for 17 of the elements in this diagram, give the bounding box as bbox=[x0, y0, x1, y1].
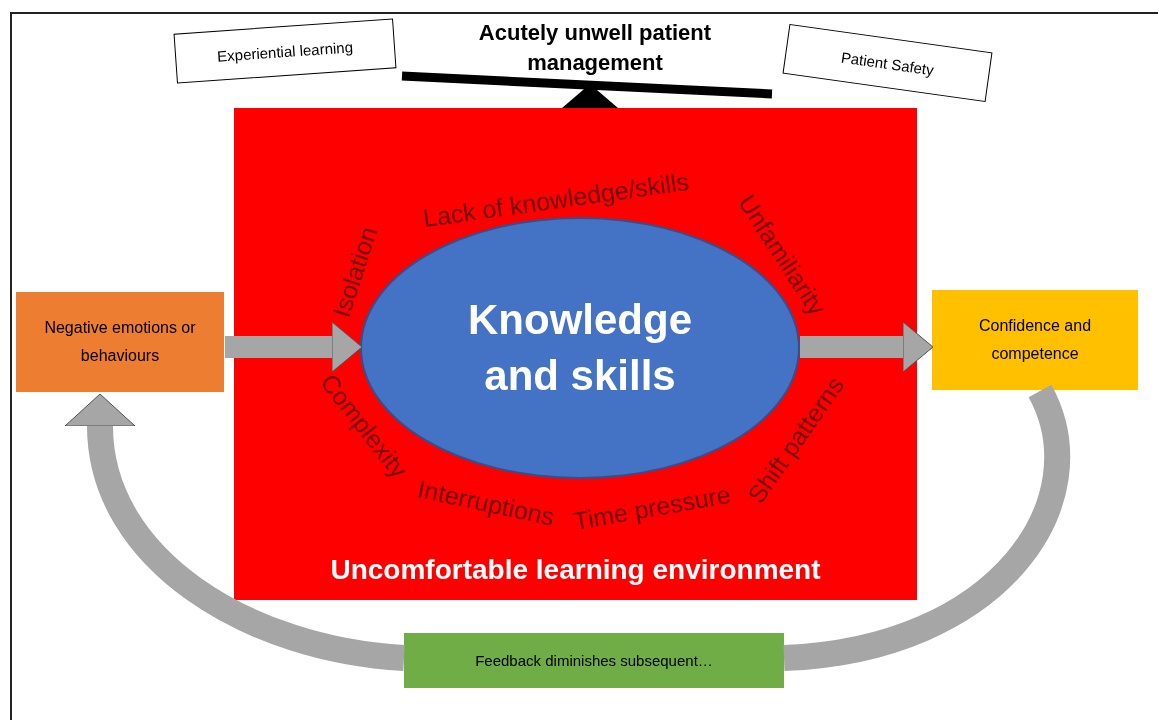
curved-arrow bbox=[64, 393, 406, 671]
node-label: Negative emotions or behaviours bbox=[44, 318, 196, 366]
panel-title: Uncomfortable learning environment bbox=[330, 554, 821, 586]
arrow bbox=[800, 321, 934, 373]
card-label: Patient Safety bbox=[840, 48, 935, 78]
curved-word: Time pressure bbox=[571, 479, 733, 537]
heading: Acutely unwell patient management bbox=[477, 19, 713, 77]
card-label: Experiential learning bbox=[216, 37, 354, 65]
feedback-box bbox=[404, 633, 784, 688]
node-label: Confidence and competence bbox=[977, 316, 1093, 364]
ellipse-label: Knowledge and skills bbox=[467, 295, 693, 401]
environment-panel bbox=[234, 108, 917, 600]
curved-word: Lack of knowledge/skills bbox=[421, 167, 691, 233]
emotions-box bbox=[16, 292, 224, 392]
outcome-box bbox=[932, 290, 1138, 390]
curved-connector bbox=[782, 386, 1070, 671]
node-label: Feedback diminishes subsequent… bbox=[475, 652, 713, 669]
